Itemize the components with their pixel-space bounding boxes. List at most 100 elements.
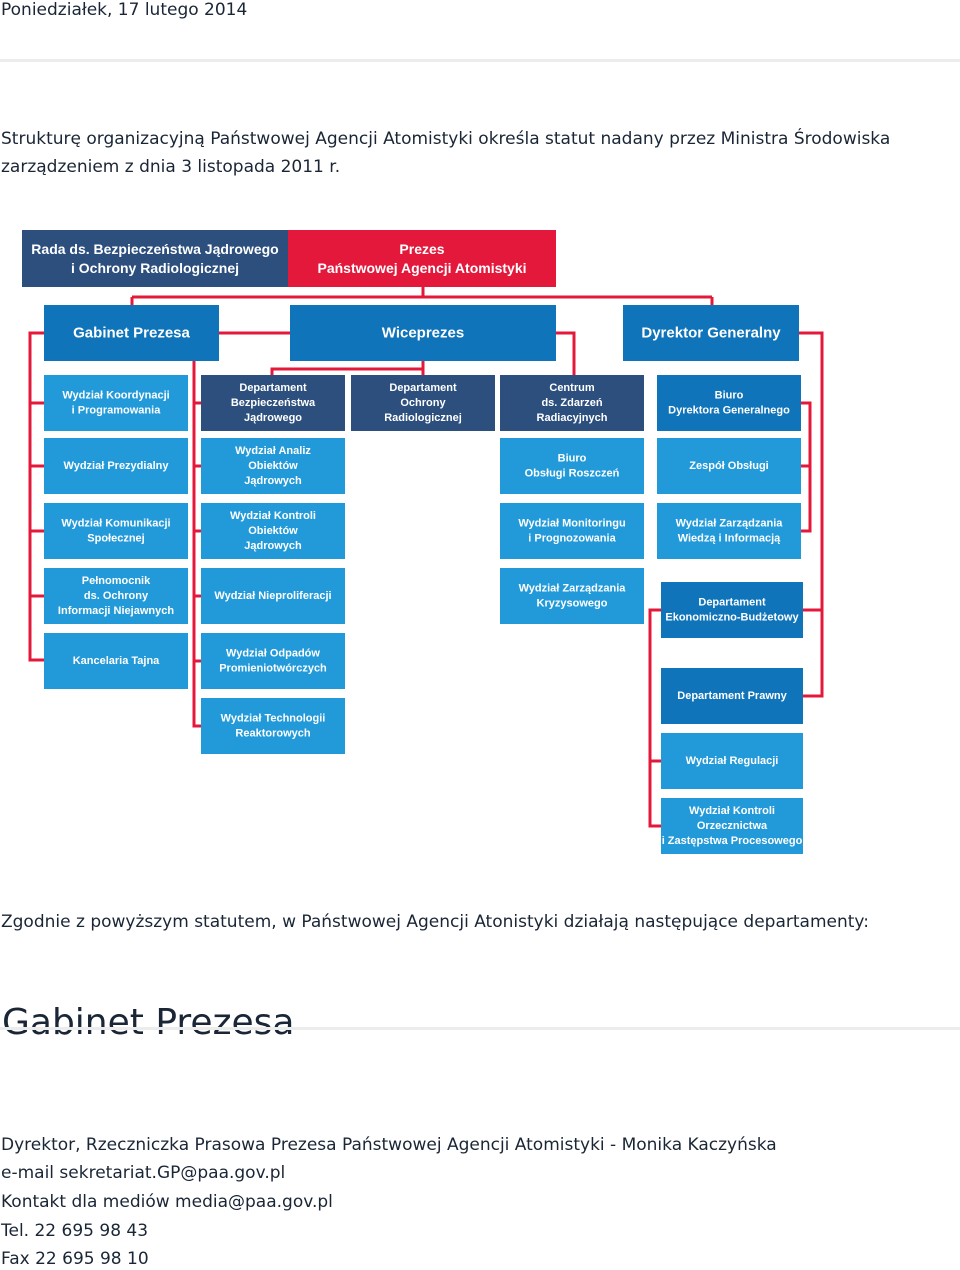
centrum-box-label: ds. Zdarzeń	[541, 397, 602, 409]
biuro-dyrektora-box-label: Biuro	[715, 389, 744, 401]
biuro-obslugi-roszczen-box-label: Obsługi Roszczeń	[525, 468, 620, 480]
dept-bezpieczenstwa-box-label: Departament	[239, 382, 307, 394]
wydzial-kontroli-obiektow-box-label: Jądrowych	[244, 540, 302, 552]
wiceprezes-box-label: Wiceprezes	[382, 325, 464, 342]
dept-ochrony-box-bg	[351, 375, 495, 431]
wydzial-komunikacji-box-label: Społecznej	[87, 533, 144, 545]
org-chart-connectors	[28, 287, 824, 828]
wydzial-monitoringu-box-label: Wydział Monitoringu	[518, 517, 625, 529]
rada-box-bg	[22, 230, 288, 287]
wydzial-regulacji-box-label: Wydział Regulacji	[686, 755, 779, 767]
wydzial-analiz-box-label: Wydział Analiz	[235, 445, 311, 457]
org-chart-boxes: Rada ds. Bezpieczeństwa Jądrowego i Ochro…	[22, 230, 803, 854]
statute-paragraph: Zgodnie z powyższym statutem, w Państwow…	[1, 912, 869, 932]
wydzial-regulacji-box: Wydział Regulacji	[661, 733, 803, 789]
wydzial-kontroli-orzecznictwa-box-label: Orzecznictwa	[697, 820, 768, 832]
zespol-obslugi-box-label: Zespół Obsługi	[689, 460, 768, 472]
connector-line	[801, 401, 812, 533]
wydzial-regulacji-box-bg	[661, 733, 803, 789]
connector-line	[556, 331, 576, 375]
kancelaria-tajna-box-label: Kancelaria Tajna	[73, 655, 160, 667]
dept-prawny-box-bg	[661, 668, 803, 724]
contact-media: Kontakt dla mediów media@paa.gov.pl	[1, 1192, 333, 1212]
prezes-box-label: Prezes	[399, 241, 444, 257]
wiceprezes-box: Wiceprezes	[290, 305, 556, 361]
wydzial-kontroli-obiektow-box-bg	[201, 503, 345, 559]
contact-email: e-mail sekretariat.GP@paa.gov.pl	[1, 1163, 286, 1183]
wydzial-prezydialny-box-bg	[44, 438, 188, 494]
rada-box: Rada ds. Bezpieczeństwa Jądrowego i Ochro…	[22, 230, 288, 287]
wydzial-zarzadzania-wiedza-box-bg	[657, 503, 801, 559]
centrum-box-bg	[500, 375, 644, 431]
dept-ekonomiczno-box-label: Ekonomiczno-Budżetowy	[665, 612, 799, 624]
zespol-obslugi-box-bg	[657, 438, 801, 494]
rada-box-label: Rada ds. Bezpieczeństwa Jądrowego	[31, 241, 278, 257]
connector-line	[799, 331, 824, 698]
dyrektor-generalny-box-bg	[623, 305, 799, 361]
gabinet-prezesa-box-label: Gabinet Prezesa	[73, 325, 190, 342]
biuro-dyrektora-box-label: Dyrektora Generalnego	[668, 405, 790, 417]
wydzial-technologii-box-bg	[201, 698, 345, 754]
wydzial-odpadow-box-label: Wydział Odpadów	[226, 647, 320, 659]
dept-ekonomiczno-box-bg	[661, 582, 803, 638]
wydzial-analiz-box-label: Obiektów	[248, 460, 298, 472]
divider-top	[0, 59, 960, 62]
wydzial-kontroli-orzecznictwa-box-bg	[661, 798, 803, 854]
pelnomocnik-box-label: Pełnomocnik	[82, 575, 151, 587]
pelnomocnik-box-label: Informacji Niejawnych	[58, 605, 174, 617]
dept-ochrony-box-label: Radiologicznej	[384, 412, 462, 424]
contact-director: Dyrektor, Rzeczniczka Prasowa Prezesa Pa…	[1, 1135, 777, 1155]
dept-prawny-box: Departament Prawny	[661, 668, 803, 724]
wydzial-prezydialny-box-label: Wydział Prezydialny	[64, 460, 170, 472]
kancelaria-tajna-box: Kancelaria Tajna	[44, 633, 188, 689]
prezes-box-label: Państwowej Agencji Atomistyki	[317, 260, 526, 276]
wydzial-odpadow-box-bg	[201, 633, 345, 689]
biuro-obslugi-roszczen-box-label: Biuro	[558, 452, 587, 464]
dept-ochrony-box-label: Ochrony	[400, 397, 446, 409]
wydzial-koordynacji-box-label: Wydział Koordynacji	[62, 389, 169, 401]
divider-section	[0, 1027, 960, 1030]
org-chart: Rada ds. Bezpieczeństwa Jądrowego i Ochro…	[22, 230, 824, 854]
dept-bezpieczenstwa-box-label: Jądrowego	[244, 412, 302, 424]
centrum-box-label: Radiacyjnych	[537, 412, 608, 424]
wydzial-komunikacji-box-bg	[44, 503, 188, 559]
intro-line-1: Strukturę organizacyjną Państwowej Agenc…	[1, 129, 891, 149]
zespol-obslugi-box: Zespół Obsługi	[657, 438, 801, 494]
contact-phone: Tel. 22 695 98 43	[1, 1221, 149, 1241]
wydzial-analiz-box-label: Jądrowych	[244, 475, 302, 487]
wydzial-zarzadzania-kryzysowego-box-bg	[500, 568, 644, 624]
pelnomocnik-box-label: ds. Ochrony	[84, 590, 149, 602]
gabinet-prezesa-box-bg	[44, 305, 219, 361]
biuro-dyrektora-box-bg	[657, 375, 801, 431]
dept-ochrony-box-label: Departament	[389, 382, 457, 394]
wydzial-nieproliferacji-box-label: Wydział Nieproliferacji	[214, 590, 331, 602]
rada-box-label: i Ochrony Radiologicznej	[71, 260, 239, 276]
connector-line	[648, 608, 661, 828]
wydzial-koordynacji-box-bg	[44, 375, 188, 431]
wiceprezes-box-bg	[290, 305, 556, 361]
wydzial-technologii-box-label: Wydział Technologii	[221, 712, 326, 724]
intro-line-2: zarządzeniem z dnia 3 listopada 2011 r.	[1, 157, 341, 177]
connector-line	[130, 287, 714, 305]
dyrektor-generalny-box: Dyrektor Generalny	[623, 305, 799, 361]
wydzial-nieproliferacji-box-bg	[201, 568, 345, 624]
centrum-box-label: Centrum	[549, 382, 594, 394]
gabinet-prezesa-box: Gabinet Prezesa	[44, 305, 219, 361]
dept-bezpieczenstwa-box-bg	[201, 375, 345, 431]
contact-fax: Fax 22 695 98 10	[1, 1249, 149, 1269]
connector-line	[192, 331, 290, 728]
biuro-obslugi-roszczen-box-bg	[500, 438, 644, 494]
section-title: Gabinet Prezesa	[2, 1001, 295, 1043]
